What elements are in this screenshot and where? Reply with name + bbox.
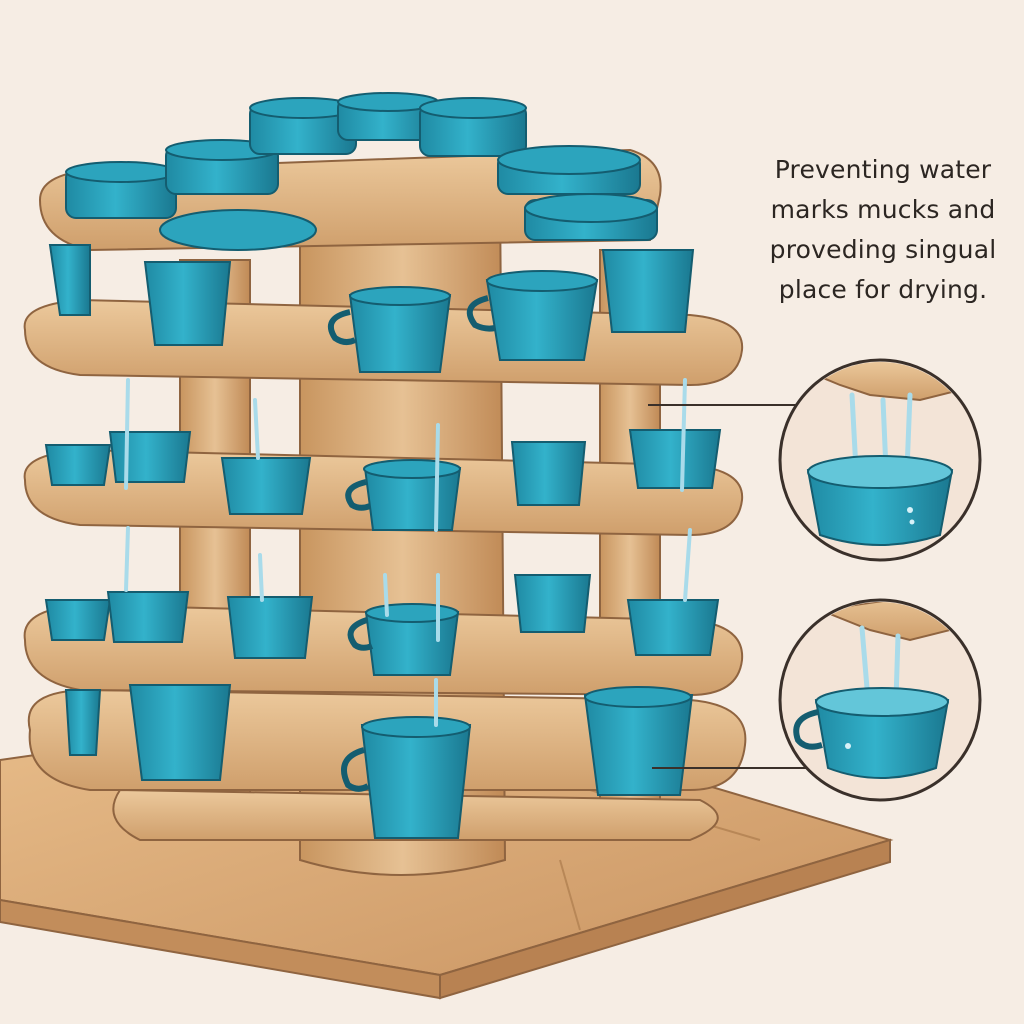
cup xyxy=(524,193,658,241)
cup xyxy=(143,261,232,346)
detail-inset-top xyxy=(778,358,982,562)
cup xyxy=(337,92,439,141)
water-drips xyxy=(124,378,692,727)
cup xyxy=(341,716,472,839)
cup xyxy=(165,139,279,195)
caption-text: Preventing water marks mucks and provedi… xyxy=(752,150,1014,310)
cup xyxy=(226,596,314,659)
cup xyxy=(419,97,527,157)
cups-tier-3 xyxy=(44,574,720,676)
cup xyxy=(510,441,587,506)
caption-line-4: place for drying. xyxy=(778,275,988,304)
cup xyxy=(628,429,722,489)
cup xyxy=(44,444,112,486)
cup xyxy=(44,599,112,641)
cup xyxy=(583,686,694,796)
cup xyxy=(497,145,641,195)
cups-top-row xyxy=(65,92,658,251)
cup xyxy=(466,270,599,361)
cup xyxy=(159,209,317,251)
caption-line-1: Preventing water xyxy=(774,155,992,184)
cup xyxy=(513,574,592,633)
cup xyxy=(128,684,232,781)
callout-lines xyxy=(648,404,812,769)
cup xyxy=(220,457,312,515)
cup xyxy=(106,591,190,643)
cup xyxy=(626,599,720,656)
cup xyxy=(347,603,460,676)
cups-tier-1 xyxy=(48,244,695,373)
cup xyxy=(108,431,192,483)
cup xyxy=(48,244,91,316)
detail-inset-bottom xyxy=(778,598,982,802)
cup xyxy=(64,689,102,756)
cup xyxy=(65,161,177,219)
caption-line-3: proveding singual xyxy=(769,235,997,264)
cup xyxy=(328,286,452,373)
cup xyxy=(601,249,695,333)
cups-tier-4 xyxy=(64,684,694,839)
caption-line-2: marks mucks and xyxy=(770,195,996,224)
